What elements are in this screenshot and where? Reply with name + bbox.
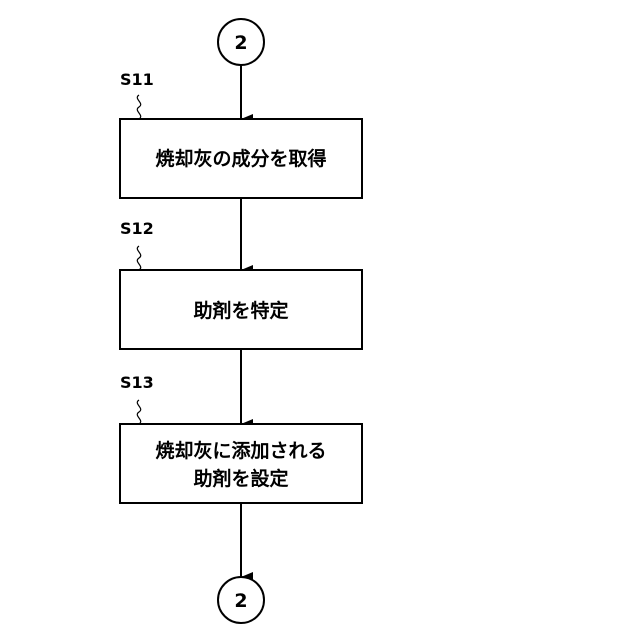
process-text-s11: 焼却灰の成分を取得 — [155, 147, 326, 170]
process-text-s13-line1: 焼却灰に添加される — [155, 439, 326, 462]
leader-squiggle-s13 — [137, 400, 140, 424]
process-text-s13-line2: 助剤を設定 — [193, 467, 288, 490]
process-box-s12: 助剤を特定 — [120, 270, 362, 349]
process-box-s11: 焼却灰の成分を取得 — [120, 119, 362, 198]
step-label-s12: S12 — [120, 219, 154, 238]
process-text-s12: 助剤を特定 — [193, 299, 288, 322]
connector-bottom-label: 2 — [234, 590, 247, 612]
leader-squiggle-s12 — [137, 246, 140, 270]
connector-top-label: 2 — [234, 32, 247, 54]
leader-squiggle-s11 — [137, 95, 140, 119]
connector-top: 2 — [218, 19, 264, 65]
step-label-s11: S11 — [120, 70, 154, 89]
step-label-s13: S13 — [120, 373, 154, 392]
process-box-s13: 焼却灰に添加される 助剤を設定 — [120, 424, 362, 503]
connector-bottom: 2 — [218, 577, 264, 623]
